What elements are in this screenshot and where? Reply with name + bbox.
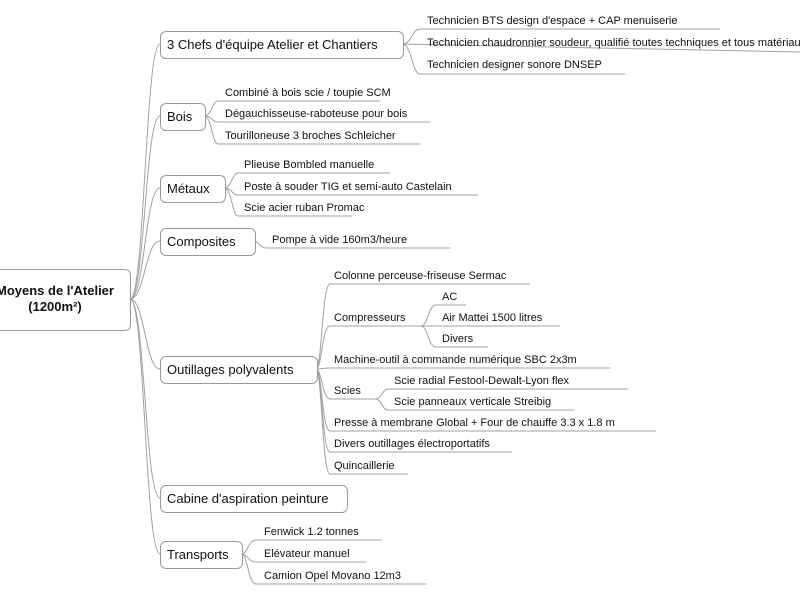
leaf-comp-mattei[interactable]: Air Mattei 1500 litres xyxy=(442,312,543,324)
connector-root-transports xyxy=(129,298,161,555)
branch-bois-label: Bois xyxy=(167,109,193,124)
leaf-metaux-1[interactable]: Plieuse Bombled manuelle xyxy=(244,159,375,171)
root-node[interactable] xyxy=(0,269,131,331)
leaf-bois-2[interactable]: Dégauchisseuse-raboteuse pour bois xyxy=(225,108,408,120)
leaf-chefs-2[interactable]: Technicien chaudronnier soudeur, qualifi… xyxy=(427,37,800,49)
leaf-outil-divers[interactable]: Divers outillages électroportatifs xyxy=(334,438,490,450)
branch-transports-label: Transports xyxy=(167,547,229,562)
leaf-scie-radial[interactable]: Scie radial Festool-Dewalt-Lyon flex xyxy=(394,375,570,387)
leaf-outil-colonne[interactable]: Colonne perceuse-friseuse Sermac xyxy=(334,270,507,282)
leaf-bois-1[interactable]: Combiné à bois scie / toupie SCM xyxy=(225,87,391,99)
connector-comp-3 xyxy=(420,325,488,348)
branch-metaux-box[interactable] xyxy=(160,175,226,203)
branch-outillages-label: Outillages polyvalents xyxy=(167,362,294,377)
connector-comp-1 xyxy=(420,304,466,327)
leaf-transp-camion[interactable]: Camion Opel Movano 12m3 xyxy=(264,570,401,582)
leaf-outil-presse[interactable]: Presse à membrane Global + Four de chauf… xyxy=(334,417,615,429)
connector-chefs-2 xyxy=(401,43,800,53)
connector-chefs-1 xyxy=(401,28,720,45)
connector-root-outillages xyxy=(129,298,161,370)
leaf-composites-1[interactable]: Pompe à vide 160m3/heure xyxy=(272,234,408,246)
connector-root-composites xyxy=(129,240,161,300)
root-title: Moyens de l'Atelier (1200m²) xyxy=(0,283,130,315)
leaf-outil-compresseurs[interactable]: Compresseurs xyxy=(334,312,406,324)
leaf-scie-panneaux[interactable]: Scie panneaux verticale Streibig xyxy=(394,396,552,408)
connector-root-bois xyxy=(129,115,161,300)
leaf-comp-divers[interactable]: Divers xyxy=(442,333,474,345)
branch-outillages-box[interactable] xyxy=(160,356,318,384)
branch-chefs-box[interactable] xyxy=(160,31,404,59)
leaf-metaux-3[interactable]: Scie acier ruban Promac xyxy=(244,202,365,214)
leaf-bois-3[interactable]: Tourilloneuse 3 broches Schleicher xyxy=(225,130,396,142)
leaf-chefs-3[interactable]: Technicien designer sonore DNSEP xyxy=(427,59,602,71)
leaf-outil-machine[interactable]: Machine-outil à commande numérique SBC 2… xyxy=(334,354,577,366)
connector-metaux-1 xyxy=(223,172,390,189)
leaf-outil-quincaillerie[interactable]: Quincaillerie xyxy=(334,460,395,472)
branch-composites-box[interactable] xyxy=(160,228,256,256)
leaf-comp-ac[interactable]: AC xyxy=(442,291,458,303)
root-title-line1: Moyens de l'Atelier xyxy=(0,283,114,298)
branch-cabine-label: Cabine d'aspiration peinture xyxy=(167,491,329,506)
branch-chefs-label: 3 Chefs d'équipe Atelier et Chantiers xyxy=(167,37,378,52)
connector-outil-3 xyxy=(315,367,610,370)
leaf-chefs-1[interactable]: Technicien BTS design d'espace + CAP men… xyxy=(427,15,678,27)
connector-chefs-3 xyxy=(401,43,625,75)
branch-composites-label: Composites xyxy=(167,234,236,249)
branch-transports-box[interactable] xyxy=(160,541,243,569)
connector-root-cabine xyxy=(129,298,161,499)
root-title-line2: (1200m²) xyxy=(28,299,82,314)
branch-bois-box[interactable] xyxy=(160,103,206,131)
connector-scie-1 xyxy=(374,388,628,400)
leaf-metaux-2[interactable]: Poste à souder TIG et semi-auto Castelai… xyxy=(244,181,452,193)
branch-cabine-box[interactable] xyxy=(160,485,348,513)
connector-bois-3 xyxy=(203,115,420,145)
connector-scie-2 xyxy=(374,398,574,411)
leaf-transp-fenwick[interactable]: Fenwick 1.2 tonnes xyxy=(264,526,359,538)
connector-metaux-3 xyxy=(223,187,352,217)
connector-bois-1 xyxy=(203,100,380,117)
connector-root-metaux xyxy=(129,187,161,300)
leaf-transp-elevateur[interactable]: Elévateur manuel xyxy=(264,548,350,560)
leaf-outil-scies[interactable]: Scies xyxy=(334,385,361,397)
connector-root-chefs xyxy=(129,43,161,300)
branch-metaux-label: Métaux xyxy=(167,181,210,196)
